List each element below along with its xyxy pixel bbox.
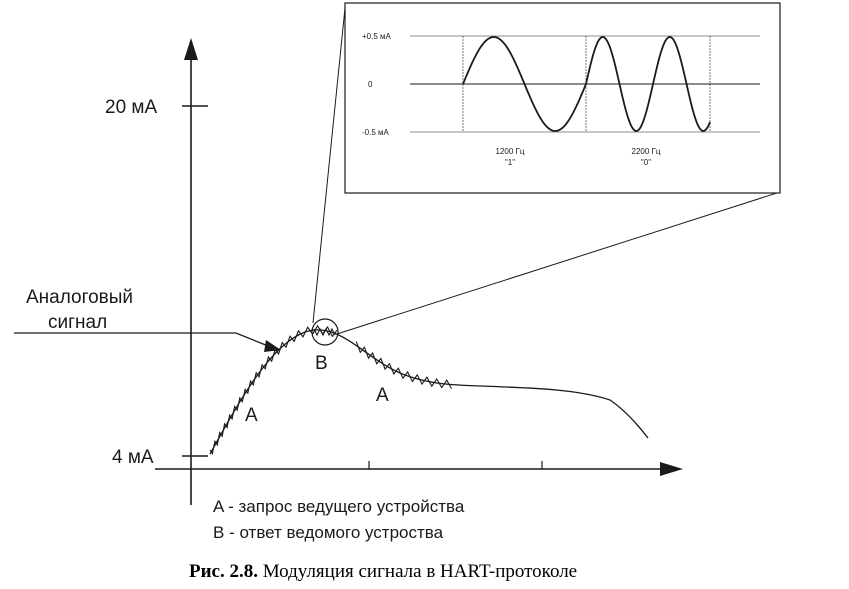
analog-signal-label-line1: Аналоговый [26,287,133,308]
y-axis-arrow [184,38,198,60]
figure-caption: Рис. 2.8. Модуляция сигнала в HART-прото… [189,561,577,582]
y-label-20ma: 20 мА [105,97,157,118]
label-b: B [315,353,328,374]
label-a-left: A [245,405,258,426]
inset-frame [344,2,781,194]
zoom-line-2 [336,191,781,335]
inset-freq1: 1200 Гц [496,147,525,156]
zoom-line-1 [312,7,346,324]
fsk-inset: +0.5 мА 0 -0.5 мА 1200 Гц "1" 2200 Гц "0… [344,2,781,194]
fsk-modulation-overlay [209,324,338,456]
response-zoom-circle [311,318,339,346]
inset-freq2: 2200 Гц [632,147,661,156]
inset-bit1: "1" [505,158,515,167]
fsk-modulation-overlay-2 [355,341,453,389]
label-a-right: A [376,385,389,406]
caption-prefix: Рис. 2.8. [189,561,258,582]
y-label-4ma: 4 мА [112,447,154,468]
analog-signal-leader [14,332,269,347]
response-ripple [313,327,336,337]
inset-minus-label: -0.5 мА [362,128,390,137]
fsk-sine-wave [462,36,711,132]
legend-b: B - ответ ведомого устроства [213,523,444,542]
x-axis-arrow [660,462,683,476]
inset-plus-label: +0.5 мА [362,32,392,41]
caption-text: Модуляция сигнала в HART-протоколе [258,561,577,582]
analog-signal-label-line2: сигнал [48,312,107,333]
analog-signal-leader-arrow [264,340,281,352]
inset-zero-label: 0 [368,80,373,89]
legend-a: A - запрос ведущего устройства [213,497,465,516]
inset-bit2: "0" [641,158,651,167]
